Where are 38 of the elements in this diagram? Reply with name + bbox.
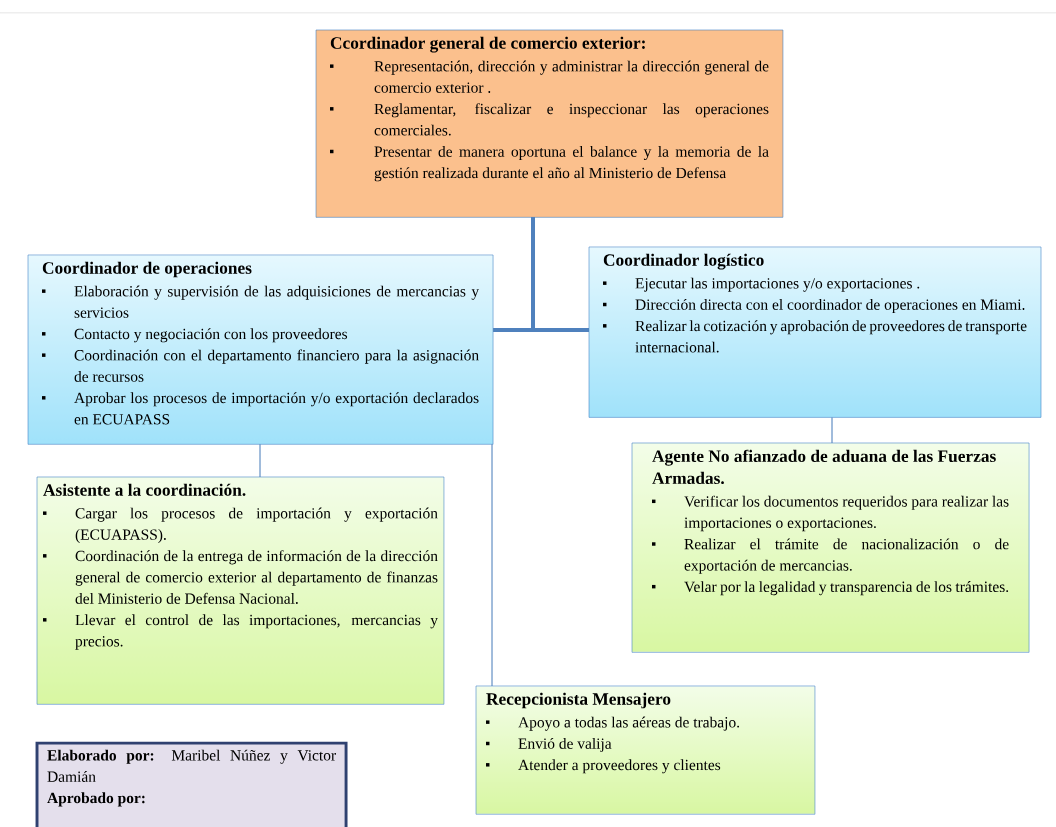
bullet-item: Realizar la cotización y aprobación de proveedores de transporte internacional. [635,320,1027,353]
bullet-item: Realizar el trámite de nacionalización o de exportación de mercancias. [684,538,1009,574]
role-box [588,246,1042,418]
bullet-item: Representación, dirección y administrar la dirección general de comercio exterior . [374,60,769,93]
bullet-item: Reglamentar, fiscalizar e inspeccionar las operaciones comerciales. [374,103,769,136]
bullet-item: Coordinación con el departamento financiero para la asignación de recursos [74,349,479,382]
connector-line [831,416,833,444]
bullet-item: Cargar los procesos de importación y exportación (ECUAPASS). [75,507,438,543]
bullet-item: Aprobar los procesos de importación y/o exportación declarados en ECUAPASS [74,392,479,425]
role-box [27,254,494,445]
bullet-item: Verificar los documentos requeridos para realizar las importaciones o exportaciones. [684,495,1009,532]
bullet-item: Ejecutar las importaciones y/o exportaciones . [635,277,920,292]
connector-line [491,443,493,687]
bullet-item: Elaboración y supervisión de las adquisiciones de mercancias y servicios [74,285,480,318]
bullet-item: Presentar de manera oportuna el balance y la memoria de la gestión realizada durante el año al Ministerio de Defensa [374,145,769,182]
bullet-item: Coordinación de la entrega de información de la dirección general de comercio exterior al departamento de finanzas del Ministerio de Defensa Nacional. [75,550,438,604]
bullet-item: Dirección directa con el coordinador de operaciones en Miami. [635,298,1025,313]
bullet-item: Atender a proveedores y clientes [518,759,721,774]
heading: Coordinador logístico [603,253,764,270]
connector-line [531,217,589,332]
heading: Ccordinador general de comercio exterior: [330,36,645,53]
bullet-item: Envió de valija [518,737,612,752]
bullet-item: Contacto y negociación con los proveedores [74,328,348,343]
heading: Recepcionista Mensajero [486,692,671,709]
credit-line: Aprobado por: [47,792,145,807]
credit-line: Elaborado por: Maribel Núñez y Victor Damián [47,749,336,782]
bullet-item: Llevar el control de las importaciones, mercancias y precios. [75,614,438,650]
connector-line [259,443,261,478]
bullet-item: Apoyo a todas las aéreas de trabajo. [518,716,740,731]
credits-box [35,741,348,827]
role-box [475,685,816,815]
bullet-item: Velar por la legalidad y transparencia de los trámites. [684,581,1009,596]
role-box [631,442,1030,653]
role-box [36,476,445,705]
heading: Agente No afianzado de aduana de las Fuerzas Armadas. [652,449,996,485]
heading: Coordinador de operaciones [42,261,252,278]
heading: Asistente a la coordinación. [43,483,246,496]
role-box [315,29,784,218]
